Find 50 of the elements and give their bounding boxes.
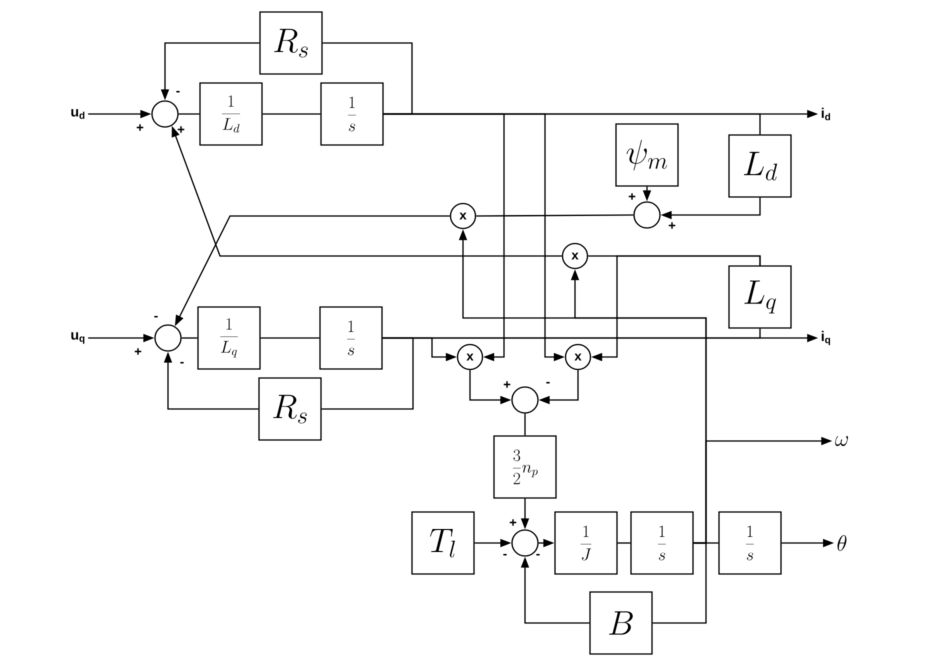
gain-block: $\frac{1}{L_d}$ <box>199 82 263 146</box>
sign-label: - <box>536 554 540 556</box>
signal-line <box>652 542 707 624</box>
gain-block: $R_s$ <box>259 11 323 75</box>
signal-line <box>178 113 200 115</box>
sign-label: + <box>136 124 144 131</box>
signal-label: u$_{d}$ <box>71 109 84 119</box>
gain-block: $\frac{1}{L_q}$ <box>197 306 261 370</box>
sign-label: + <box>504 381 510 388</box>
gain-block: $\frac{1}{s}$ <box>718 511 782 575</box>
signal-line <box>182 337 198 339</box>
signal-label: u$_{q}$ <box>71 332 84 344</box>
summing-junction <box>154 324 182 352</box>
summing-junction <box>511 529 539 557</box>
gain-block: $B$ <box>589 591 653 655</box>
gain-block: $\frac{3}{2}n_p$ <box>493 435 557 499</box>
sign-label: + <box>178 126 184 133</box>
gain-block: $\psi_m$ <box>615 123 679 187</box>
sign-label: - <box>503 554 507 556</box>
gain-block: $L_q$ <box>728 265 792 329</box>
signal-label: $\omega$ <box>835 436 848 446</box>
gain-block: $\frac{1}{s}$ <box>630 511 694 575</box>
signal-label: i$_{q}$ <box>822 330 830 346</box>
summing-junction <box>151 100 179 128</box>
gain-block: $\frac{1}{s}$ <box>319 306 383 370</box>
signal-line <box>262 113 320 115</box>
signal-line <box>618 542 630 544</box>
gain-block: $T_l$ <box>411 511 475 575</box>
signal-line <box>384 113 761 134</box>
signal-line <box>524 414 526 436</box>
signal-line <box>322 337 414 410</box>
sign-label: + <box>510 519 516 526</box>
sign-label: - <box>154 316 158 318</box>
signal-line <box>260 337 320 339</box>
sign-label: - <box>546 382 550 384</box>
sign-label: - <box>176 90 180 92</box>
signal-line <box>476 214 634 217</box>
summing-junction <box>633 201 661 229</box>
gain-block: $\frac{1}{J}$ <box>554 511 618 575</box>
gain-block: $L_d$ <box>728 134 792 198</box>
sign-label: - <box>180 362 184 364</box>
gain-block: $\frac{1}{s}$ <box>320 82 384 146</box>
sign-label: + <box>668 222 676 229</box>
sign-label: + <box>134 348 142 355</box>
gain-block: $R_s$ <box>258 377 322 441</box>
sign-label: + <box>628 193 636 200</box>
signal-label: i$_{d}$ <box>822 108 830 120</box>
signal-label: $\theta$ <box>838 535 846 551</box>
summing-junction <box>511 386 539 414</box>
signal-line <box>322 42 413 115</box>
